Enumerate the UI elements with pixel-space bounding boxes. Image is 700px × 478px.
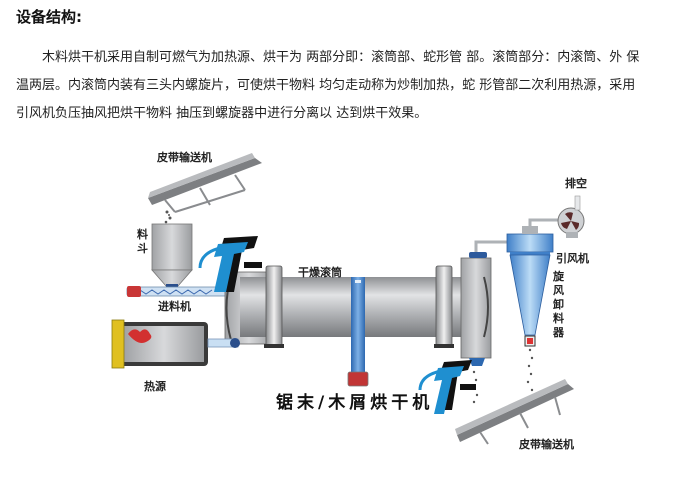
label-heat-source: 热源 <box>144 380 166 393</box>
induced-fan-icon <box>557 195 585 238</box>
dryer-structure-diagram: 皮带输送机 料斗 进料机 热源 干燥滚筒 排空 引风机 旋风卸料器 皮带输送机 … <box>0 130 700 474</box>
description-paragraph: 木料烘干机采用自制可燃气为加热源、烘干为 两部分即：滚筒部、蛇形管 部。滚筒部分… <box>16 44 688 128</box>
label-belt-conveyor-top: 皮带输送机 <box>157 151 212 164</box>
belt-conveyor-top-icon <box>148 153 262 224</box>
heat-source-icon <box>111 319 240 369</box>
paragraph-line-3: 引风机负压抽风把烘干物料 抽压到螺旋器中进行分离以 达到烘干效果。 <box>16 106 428 121</box>
label-induced-fan: 引风机 <box>556 252 589 265</box>
belt-conveyor-bottom-icon <box>455 379 574 445</box>
screw-feeder-icon <box>126 286 236 297</box>
hopper-icon <box>151 223 193 289</box>
label-hopper: 料斗 <box>137 228 148 255</box>
paragraph-line-2: 温两层。内滚筒内装有三头内螺旋片，可使烘干物料 均匀走动称为炒制加热，蛇 形管部… <box>16 78 636 93</box>
drying-drum-icon <box>224 252 492 387</box>
label-belt-conveyor-bottom: 皮带输送机 <box>519 438 574 451</box>
label-cyclone: 旋风卸料器 <box>553 270 564 339</box>
product-name: 锯末/木屑烘干机 <box>276 393 434 413</box>
paragraph-line-1: 木料烘干机采用自制可燃气为加热源、烘干为 两部分即：滚筒部、蛇形管 部。滚筒部分… <box>42 50 640 65</box>
label-exhaust: 排空 <box>565 177 587 190</box>
label-feeder: 进料机 <box>158 300 191 313</box>
cyclone-separator-icon <box>474 218 558 347</box>
label-drying-drum: 干燥滚筒 <box>298 266 342 279</box>
brand-logo-bottom-icon <box>418 360 476 414</box>
section-heading: 设备结构: <box>16 8 82 26</box>
brand-logo-top-icon <box>198 236 262 292</box>
